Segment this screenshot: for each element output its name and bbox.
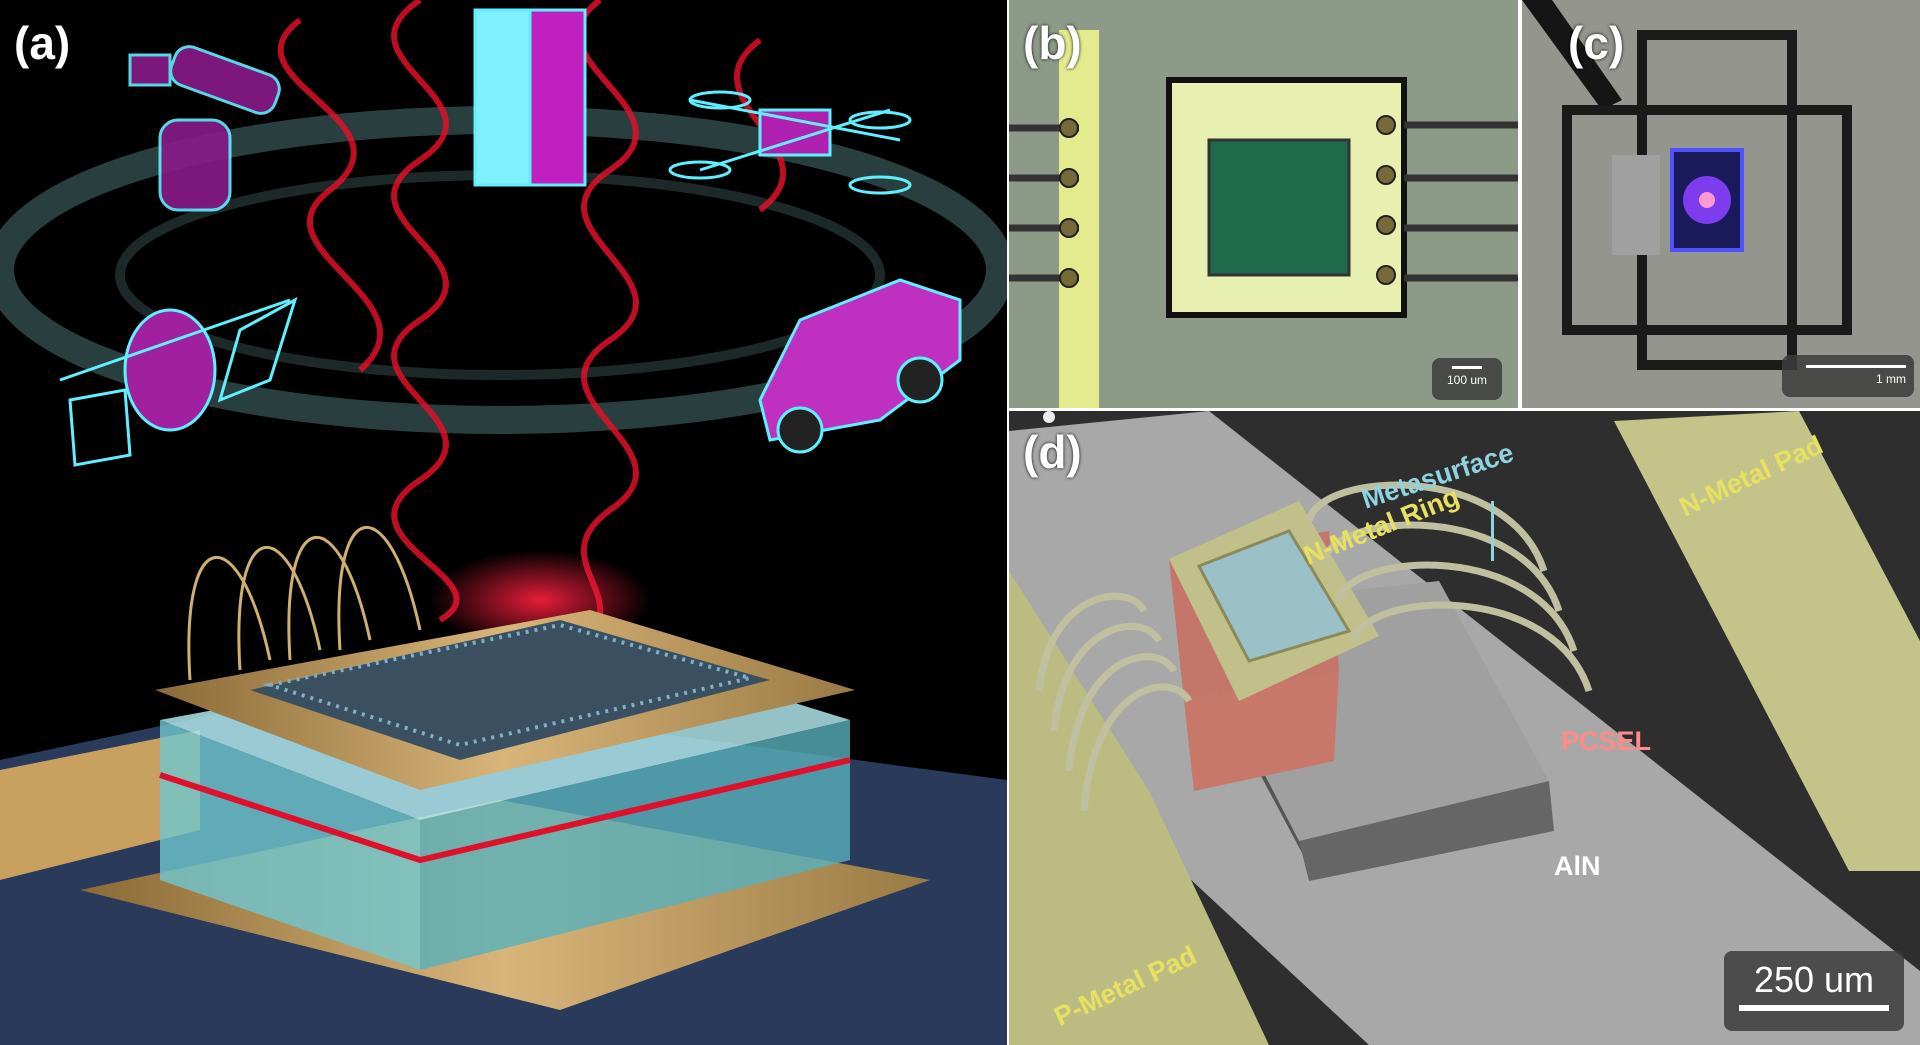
scale-bar-c: 1 mm (1782, 355, 1914, 397)
panel-d-sem-image: (d) Metasurface N-Metal Ring N-Metal Pad… (1009, 411, 1920, 1045)
pcsel-concept-illustration (0, 0, 1007, 1045)
label-pcsel: PCSEL (1561, 726, 1652, 756)
hologram-robot-arm-icon (128, 45, 281, 212)
metasurface-pillars (250, 620, 770, 760)
sem-false-color-image (1009, 411, 1920, 1045)
laser-beams (277, 0, 787, 643)
pcsel-side-front (1184, 671, 1339, 791)
gold-left-pad (0, 730, 200, 880)
scale-bar-d-label: 250 um (1753, 959, 1875, 1000)
metasurface-arrow-icon (1491, 501, 1494, 561)
bond-wires (1035, 481, 1593, 812)
pcsel-chip (155, 610, 855, 970)
label-aln: AlN (1554, 851, 1601, 881)
scale-bar-b-label: 100 um (1446, 373, 1488, 387)
hologram-drone-icon (668, 90, 912, 195)
panel-label-b: (b) (1023, 17, 1082, 69)
active-layer (159, 757, 851, 864)
hologram-car-icon (758, 278, 962, 454)
metasurface-area (1207, 138, 1351, 277)
p-metal-pad (1009, 571, 1269, 1045)
panel-label-d: (d) (1023, 426, 1082, 478)
panel-c-lasing-photo: (c) 1 mm (1522, 0, 1920, 408)
aln-front (1299, 781, 1554, 881)
panel-a-illustration: (a) (0, 0, 1007, 1045)
lasing-device-photo (1522, 0, 1920, 408)
bond-wires (187, 526, 422, 681)
n-metal-pad (1614, 411, 1920, 871)
panel-label-c: (c) (1568, 17, 1625, 69)
scale-bar-d: 250 um (1724, 951, 1904, 1031)
panel-b-optical-micrograph: (b) 100 um (1009, 0, 1518, 408)
hologram-satellite-icon (59, 296, 298, 467)
chip-top-view-photo (1009, 0, 1518, 408)
metasurface (1196, 529, 1352, 663)
scale-bar-c-label: 1 mm (1876, 372, 1906, 386)
scale-bar-b: 100 um (1432, 358, 1502, 400)
panel-label-a: (a) (14, 17, 71, 69)
hologram-server-icon (473, 8, 587, 187)
